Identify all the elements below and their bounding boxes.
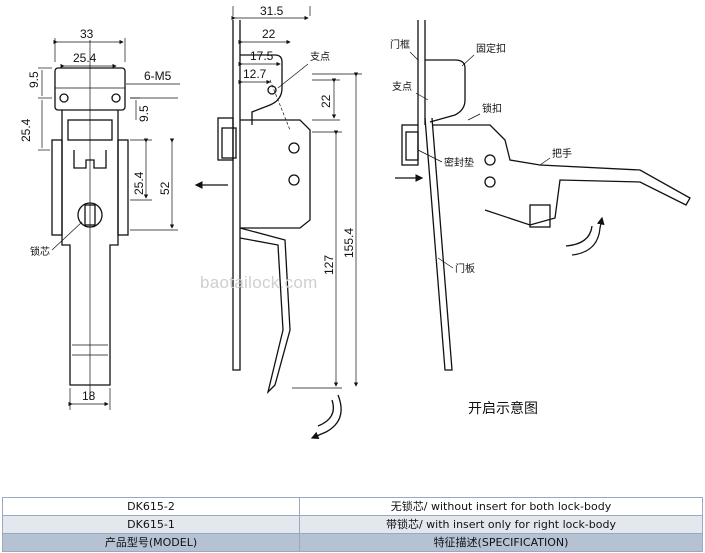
front-view: 33 25.4 9.5 25.4 6-M5 9.5 25.4 52 锁芯 18 <box>19 27 180 410</box>
dim-front-254-top: 25.4 <box>73 51 97 65</box>
table-header-row: 产品型号(MODEL) 特征描述(SPECIFICATION) <box>2 533 703 552</box>
diagram-title: 开启示意图 <box>468 400 538 417</box>
label-seal-pad: 密封垫 <box>444 156 474 169</box>
dim-side-127w: 12.7 <box>243 67 267 81</box>
technical-drawing: 33 25.4 9.5 25.4 6-M5 9.5 25.4 52 锁芯 18 <box>19 4 691 440</box>
dim-side-127h: 127 <box>322 255 336 275</box>
label-lock-core: 锁芯 <box>30 245 50 258</box>
model-cell: DK615-1 <box>2 515 300 534</box>
dim-side-175: 17.5 <box>250 49 274 63</box>
label-fulcrum-side: 支点 <box>310 51 330 63</box>
label-fulcrum-open: 支点 <box>392 81 412 93</box>
spec-cell: 无锁芯/ without insert for both lock-body <box>299 497 703 516</box>
spec-cell: 带锁芯/ with insert only for right lock-bod… <box>299 515 703 534</box>
dim-front-95-left: 9.5 <box>27 71 41 88</box>
dim-side-22h: 22 <box>319 94 333 108</box>
label-handle: 把手 <box>552 147 572 160</box>
model-header: 产品型号(MODEL) <box>2 533 300 552</box>
dim-front-254-left: 25.4 <box>19 118 33 142</box>
dim-front-18: 18 <box>82 389 96 403</box>
dim-front-33: 33 <box>80 27 94 41</box>
dim-side-22w: 22 <box>262 27 276 41</box>
label-fixed-buckle: 固定扣 <box>476 42 506 55</box>
opening-diagram: 门框 固定扣 支点 锁扣 密封垫 把手 门板 <box>390 20 691 371</box>
spec-header: 特征描述(SPECIFICATION) <box>299 533 703 552</box>
side-view: 31.5 22 17.5 12.7 支点 22 127 155.4 <box>194 4 362 440</box>
model-cell: DK615-2 <box>2 497 300 516</box>
label-bolt-spec: 6-M5 <box>144 69 172 83</box>
dim-front-95-mid: 9.5 <box>137 105 151 122</box>
dim-side-315: 31.5 <box>260 4 284 18</box>
label-lock-catch: 锁扣 <box>482 102 502 115</box>
spec-table: DK615-2 无锁芯/ without insert for both loc… <box>2 497 703 552</box>
label-door-frame: 门框 <box>390 38 410 51</box>
dim-side-1554: 155.4 <box>342 228 356 258</box>
dim-front-52: 52 <box>158 181 172 195</box>
table-row: DK615-1 带锁芯/ with insert only for right … <box>2 515 703 534</box>
table-row: DK615-2 无锁芯/ without insert for both loc… <box>2 497 703 516</box>
label-door-panel: 门板 <box>455 262 475 275</box>
watermark: baotailock.com <box>200 273 318 292</box>
dim-front-254-mid: 25.4 <box>132 171 146 195</box>
